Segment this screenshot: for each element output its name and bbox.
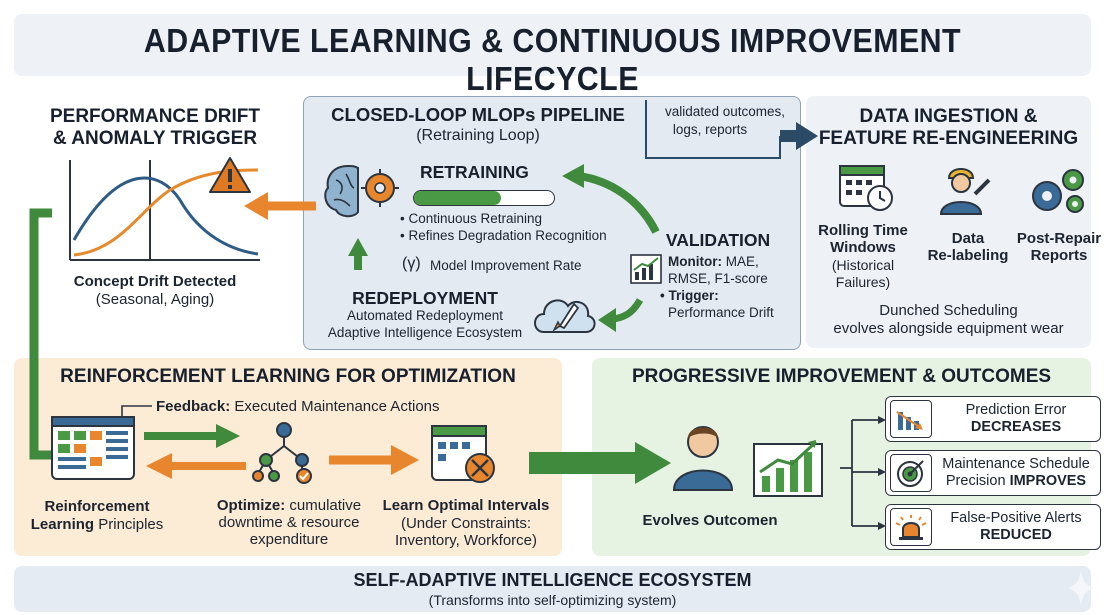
decision-tree-icon — [252, 422, 312, 484]
drift-panel — [14, 96, 296, 348]
warning-icon — [209, 157, 251, 193]
monitor-metrics: RMSE, F1-score — [668, 271, 768, 286]
retraining-bullet-1: • Continuous Retraining — [400, 211, 543, 226]
rl-dashboard-icon — [51, 416, 135, 480]
drift-to-rl-arrow — [29, 208, 56, 460]
target-icon — [890, 454, 932, 492]
outcomes-flow-arrow — [645, 100, 818, 159]
rl-feedback-arrows — [144, 424, 246, 479]
rl-to-progress-arrow — [529, 442, 671, 484]
feedback-line: Feedback: Executed Maintenance Actions — [156, 398, 440, 415]
ecosystem-panel — [14, 566, 1091, 612]
rl-principles-2: Learning Principles — [30, 516, 164, 533]
technician-icon — [939, 168, 991, 215]
page-title: ADAPTIVE LEARNING & CONTINUOUS IMPROVEME… — [143, 22, 962, 97]
alarm-light-icon — [890, 508, 932, 546]
validation-label: VALIDATION — [665, 230, 771, 250]
redeployment-label: REDEPLOYMENT — [352, 288, 498, 308]
ecosystem-sub: (Transforms into self-optimizing system) — [428, 592, 677, 608]
rl-heading: REINFORCEMENT LEARNING FOR OPTIMIZATION — [60, 366, 516, 387]
brain-gear-icon — [324, 164, 399, 218]
drift-caption: Concept Drift Detected — [73, 273, 237, 290]
monitor-line: Monitor: MAE, — [668, 254, 759, 269]
retraining-loop-arrows — [348, 164, 660, 332]
drift-heading: PERFORMANCE DRIFT& ANOMALY TRIGGER — [49, 106, 261, 149]
flow-label-1: validated outcomes, — [664, 104, 786, 119]
person-icon — [672, 426, 734, 491]
scheduling-note-1: Dunched Scheduling — [879, 302, 1018, 319]
improvement-rate: Model Improvement Rate — [430, 258, 582, 273]
declining-chart-icon — [890, 400, 932, 438]
growth-chart-icon — [753, 440, 823, 497]
sparkle-icon — [1068, 570, 1094, 606]
outcome-branch-lines — [840, 416, 886, 530]
mlops-heading: CLOSED-LOOP MLOPs PIPELINE — [331, 104, 625, 125]
rl-principles-1: Reinforcement — [44, 498, 150, 515]
redeploy-line-1: Automated Redeployment — [346, 308, 504, 323]
flow-label-2: logs, reports — [672, 122, 748, 137]
learn-intervals: Learn Optimal Intervals — [382, 497, 550, 514]
retraining-progress-fill — [414, 191, 501, 205]
calendar-tools-icon — [431, 425, 495, 483]
chart-icon — [630, 254, 662, 284]
title-bar: ADAPTIVE LEARNING & CONTINUOUS IMPROVEME… — [14, 14, 1091, 97]
retraining-bullet-2: • Refines Degradation Recognition — [400, 228, 607, 243]
drift-caption-sub: (Seasonal, Aging) — [95, 291, 215, 308]
trigger-value: Performance Drift — [668, 305, 774, 320]
scheduling-note-2: evolves alongside equipment wear — [833, 320, 1064, 337]
retraining-label: RETRAINING — [420, 162, 529, 182]
retraining-progress-bar — [413, 190, 555, 206]
trigger-label: • Trigger: — [660, 288, 719, 303]
redeploy-line-2: Adaptive Intelligence Ecosystem — [327, 325, 523, 340]
optimize-to-learn-arrow — [329, 445, 419, 475]
ecosystem-heading: SELF-ADAPTIVE INTELLIGENCE ECOSYSTEM — [353, 570, 752, 590]
gamma-symbol: (γ) — [402, 255, 421, 272]
learn-constraints: (Under Constraints:Inventory, Workforce) — [395, 515, 537, 549]
data-panel — [806, 96, 1091, 348]
data-heading: DATA INGESTION &FEATURE RE-ENGINEERING — [818, 106, 1079, 149]
mlops-subheading: (Retraining Loop) — [416, 127, 540, 144]
calendar-clock-icon — [839, 165, 893, 211]
progress-heading: PROGRESSIVE IMPROVEMENT & OUTCOMES — [631, 366, 1052, 387]
arrow-to-drift — [244, 192, 316, 220]
optimize-text: Optimize: cumulative downtime & resource… — [216, 497, 362, 548]
gears-icon — [1032, 169, 1084, 213]
cloud-rocket-icon — [534, 299, 596, 333]
evolves-outcome: Evolves Outcomen — [642, 512, 778, 529]
